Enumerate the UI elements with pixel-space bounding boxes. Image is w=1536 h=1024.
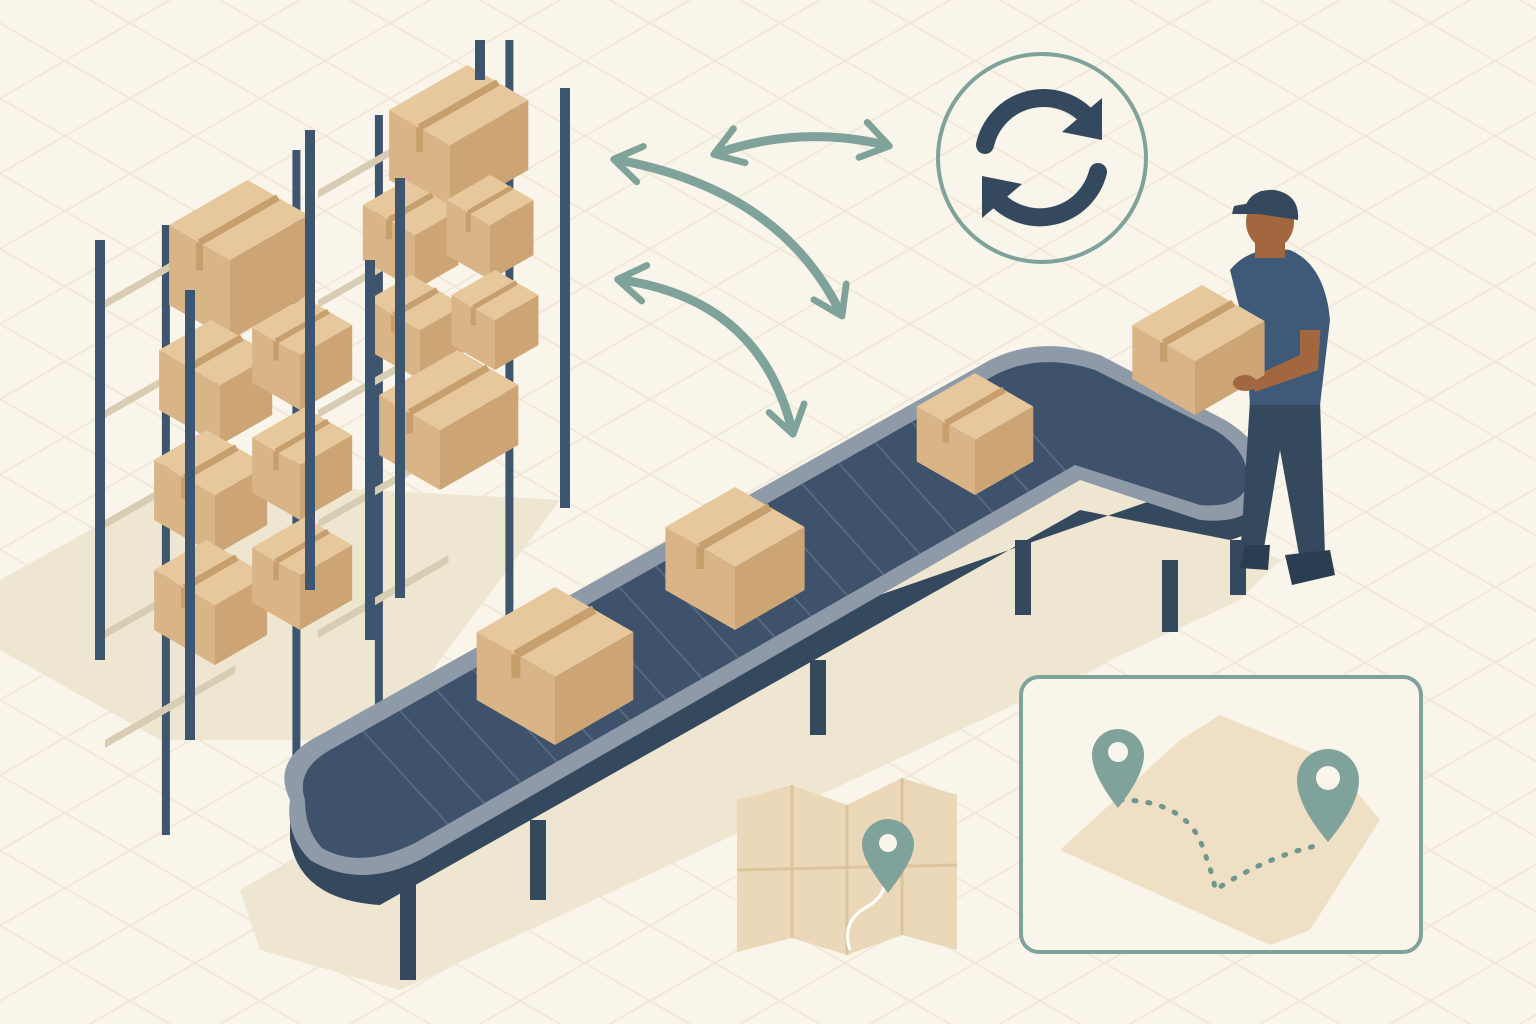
box-tape — [472, 280, 518, 310]
box-right-face — [735, 527, 805, 630]
grid-line — [0, 0, 561, 326]
flow-arrows — [610, 118, 893, 438]
shelf-board-edge — [318, 555, 449, 638]
shelf-post — [395, 178, 405, 598]
box-left-face — [367, 300, 420, 380]
shelf-post — [95, 240, 105, 660]
grid-line — [0, 849, 301, 1024]
shelf-board — [105, 190, 297, 300]
cardboard-boxes — [95, 40, 1034, 745]
grid-line — [1129, 0, 1536, 237]
worker — [1230, 189, 1335, 585]
belt-slat — [874, 441, 957, 534]
box-left-face — [154, 460, 215, 555]
box-tape — [197, 194, 280, 246]
cardboard-box — [379, 350, 519, 490]
box-tape — [274, 418, 330, 454]
box-tape — [187, 334, 244, 371]
cardboard-box — [446, 175, 534, 280]
box-right-face — [555, 632, 634, 745]
box-right-face — [300, 545, 353, 630]
box-tape — [274, 528, 330, 564]
grid-line — [0, 0, 301, 175]
belt-slat — [618, 586, 703, 680]
grid-line — [739, 0, 1536, 462]
grid-line — [0, 698, 561, 1024]
shelf-post — [374, 115, 383, 725]
box-right-face — [440, 385, 519, 490]
box-tape — [698, 503, 772, 551]
box-tape — [407, 364, 490, 416]
box-right-face — [1195, 321, 1265, 415]
shelf-post — [161, 225, 170, 835]
box-tape — [1161, 299, 1236, 347]
shelf-board — [105, 410, 297, 520]
box-left-face — [916, 406, 975, 495]
box-tape — [467, 185, 513, 215]
grid-line — [0, 0, 1471, 852]
box-tape — [944, 386, 1006, 427]
shelf-board-edge — [105, 665, 236, 748]
box-left-face — [252, 437, 300, 520]
grid-line — [0, 0, 431, 250]
box-right-face — [450, 100, 529, 215]
held-box — [1132, 285, 1265, 415]
box-right-face — [230, 215, 309, 340]
box-left-face — [252, 547, 300, 630]
cardboard-box — [916, 373, 1034, 495]
cardboard-box — [154, 430, 268, 555]
grid-line — [1129, 787, 1536, 1024]
cardboard-box — [252, 517, 353, 630]
box-tape — [417, 79, 500, 131]
map-pin-icon — [1297, 749, 1359, 842]
box-left-face — [379, 395, 440, 490]
shelf-board — [105, 520, 297, 630]
box-left-face — [446, 200, 490, 280]
cardboard-box — [451, 270, 539, 370]
worker-hand — [1233, 375, 1257, 391]
shelf-post — [185, 290, 195, 740]
shelf-board — [105, 630, 297, 740]
shelf-post — [365, 260, 375, 640]
box-left-face — [665, 527, 735, 630]
belt-slat — [801, 483, 885, 576]
folded-map — [736, 778, 958, 955]
shelf-post — [560, 88, 570, 508]
cardboard-box — [1132, 285, 1265, 415]
belt-slat — [362, 730, 449, 825]
belt-slat — [435, 689, 522, 784]
sync-icon — [936, 52, 1148, 264]
belt-slat — [399, 709, 486, 804]
box-left-face — [1132, 325, 1195, 415]
box-left-face — [169, 225, 230, 340]
route-map-card — [1019, 675, 1423, 954]
grid-line — [0, 774, 431, 1024]
shelf-post — [475, 40, 485, 80]
box-right-face — [975, 406, 1034, 495]
cardboard-box — [476, 587, 634, 745]
box-right-face — [490, 200, 534, 280]
box-left-face — [476, 632, 555, 745]
box-left-face — [154, 570, 215, 665]
cardboard-box — [169, 180, 309, 340]
grid-line — [869, 0, 1536, 387]
shelf-board — [105, 300, 297, 410]
grid-line — [999, 0, 1536, 312]
box-tape — [513, 605, 597, 659]
box-left-face — [252, 327, 300, 410]
map-pin-icon — [862, 819, 914, 893]
bidirectional-arrow-icon — [614, 262, 808, 438]
bidirectional-arrow-icon — [610, 143, 850, 320]
shelf-post — [305, 130, 315, 590]
box-tape — [274, 308, 330, 344]
map-pin-icon — [1092, 729, 1144, 808]
belt-slat — [837, 462, 921, 555]
cardboard-box — [665, 487, 805, 630]
